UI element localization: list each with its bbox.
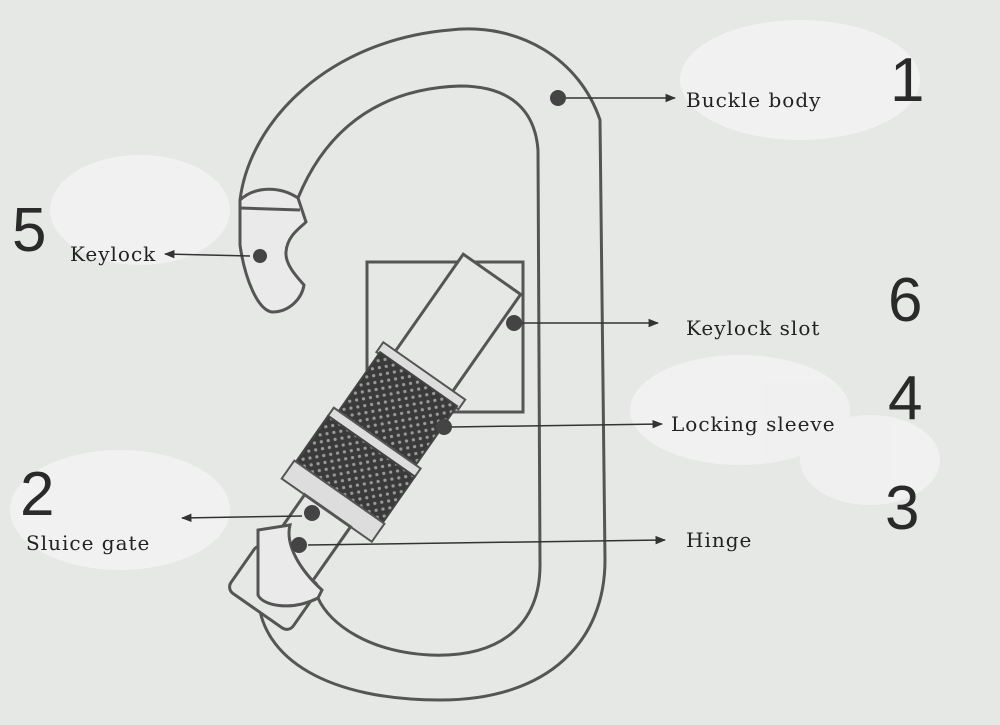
hinge-dot: [291, 537, 307, 553]
number-5: 5: [12, 196, 47, 265]
label-buckle-body: Buckle body: [686, 88, 822, 112]
buckle-body-dot: [550, 90, 566, 106]
background-blotches: [10, 20, 940, 570]
label-keylock-slot: Keylock slot: [686, 316, 821, 340]
locking-sleeve-dot: [436, 419, 452, 435]
label-keylock: Keylock: [70, 242, 157, 266]
number-3: 3: [885, 474, 920, 543]
keylock-dot: [253, 249, 267, 263]
leader-lines: [163, 93, 677, 546]
number-4: 4: [888, 364, 923, 433]
number-6: 6: [888, 266, 923, 335]
number-1: 1: [890, 46, 925, 115]
keylock-slot-dot: [506, 315, 522, 331]
label-hinge: Hinge: [686, 528, 753, 552]
label-locking-sleeve: Locking sleeve: [671, 412, 836, 436]
carabiner-body-inner: [296, 84, 542, 657]
gate-assembly: [228, 252, 523, 631]
number-2: 2: [20, 460, 55, 529]
leader-sluice-gate: [180, 513, 303, 523]
sluice-gate-dot: [304, 505, 320, 521]
carabiner-body-outer: [238, 27, 607, 702]
leader-locking-sleeve: [451, 419, 664, 429]
label-sluice-gate: Sluice gate: [26, 531, 151, 555]
hinge-nose: [256, 523, 324, 608]
leader-hinge: [307, 535, 667, 546]
leader-keylock: [163, 250, 251, 259]
keylock-nose: [238, 187, 308, 314]
